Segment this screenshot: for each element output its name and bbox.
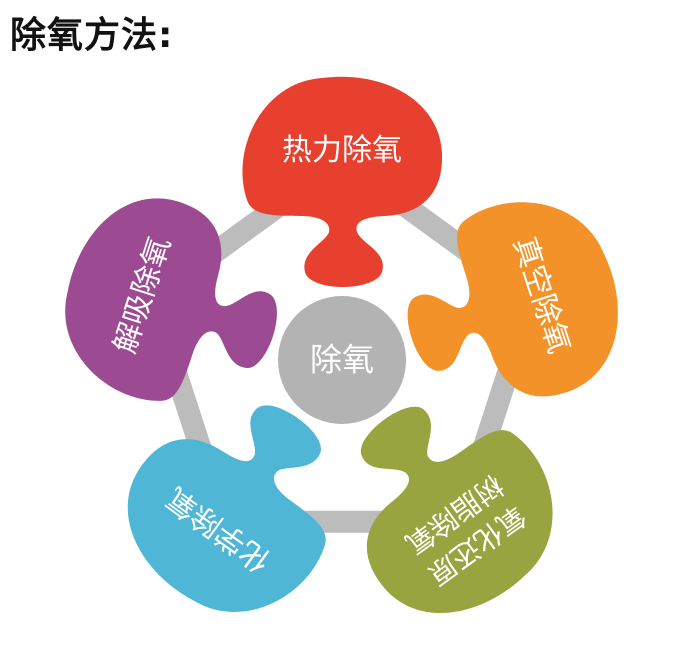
puzzle-piece: 真空除氧	[407, 202, 618, 397]
puzzle-piece-shape	[127, 405, 326, 612]
puzzle-piece-shape	[361, 406, 553, 613]
puzzle-piece: 热力除氧	[242, 76, 443, 287]
puzzle-piece-label: 热力除氧	[282, 133, 402, 168]
page-title: 除氧方法:	[10, 15, 174, 56]
puzzle-piece: 化学除氧	[127, 405, 326, 612]
puzzle-piece-shape	[242, 76, 443, 287]
center-label: 除氧	[310, 341, 374, 379]
puzzle-piece: 解吸除氧	[65, 198, 277, 401]
center-circle	[278, 296, 406, 424]
puzzle-piece-shape	[407, 202, 618, 397]
puzzle-piece-shape	[65, 198, 277, 401]
